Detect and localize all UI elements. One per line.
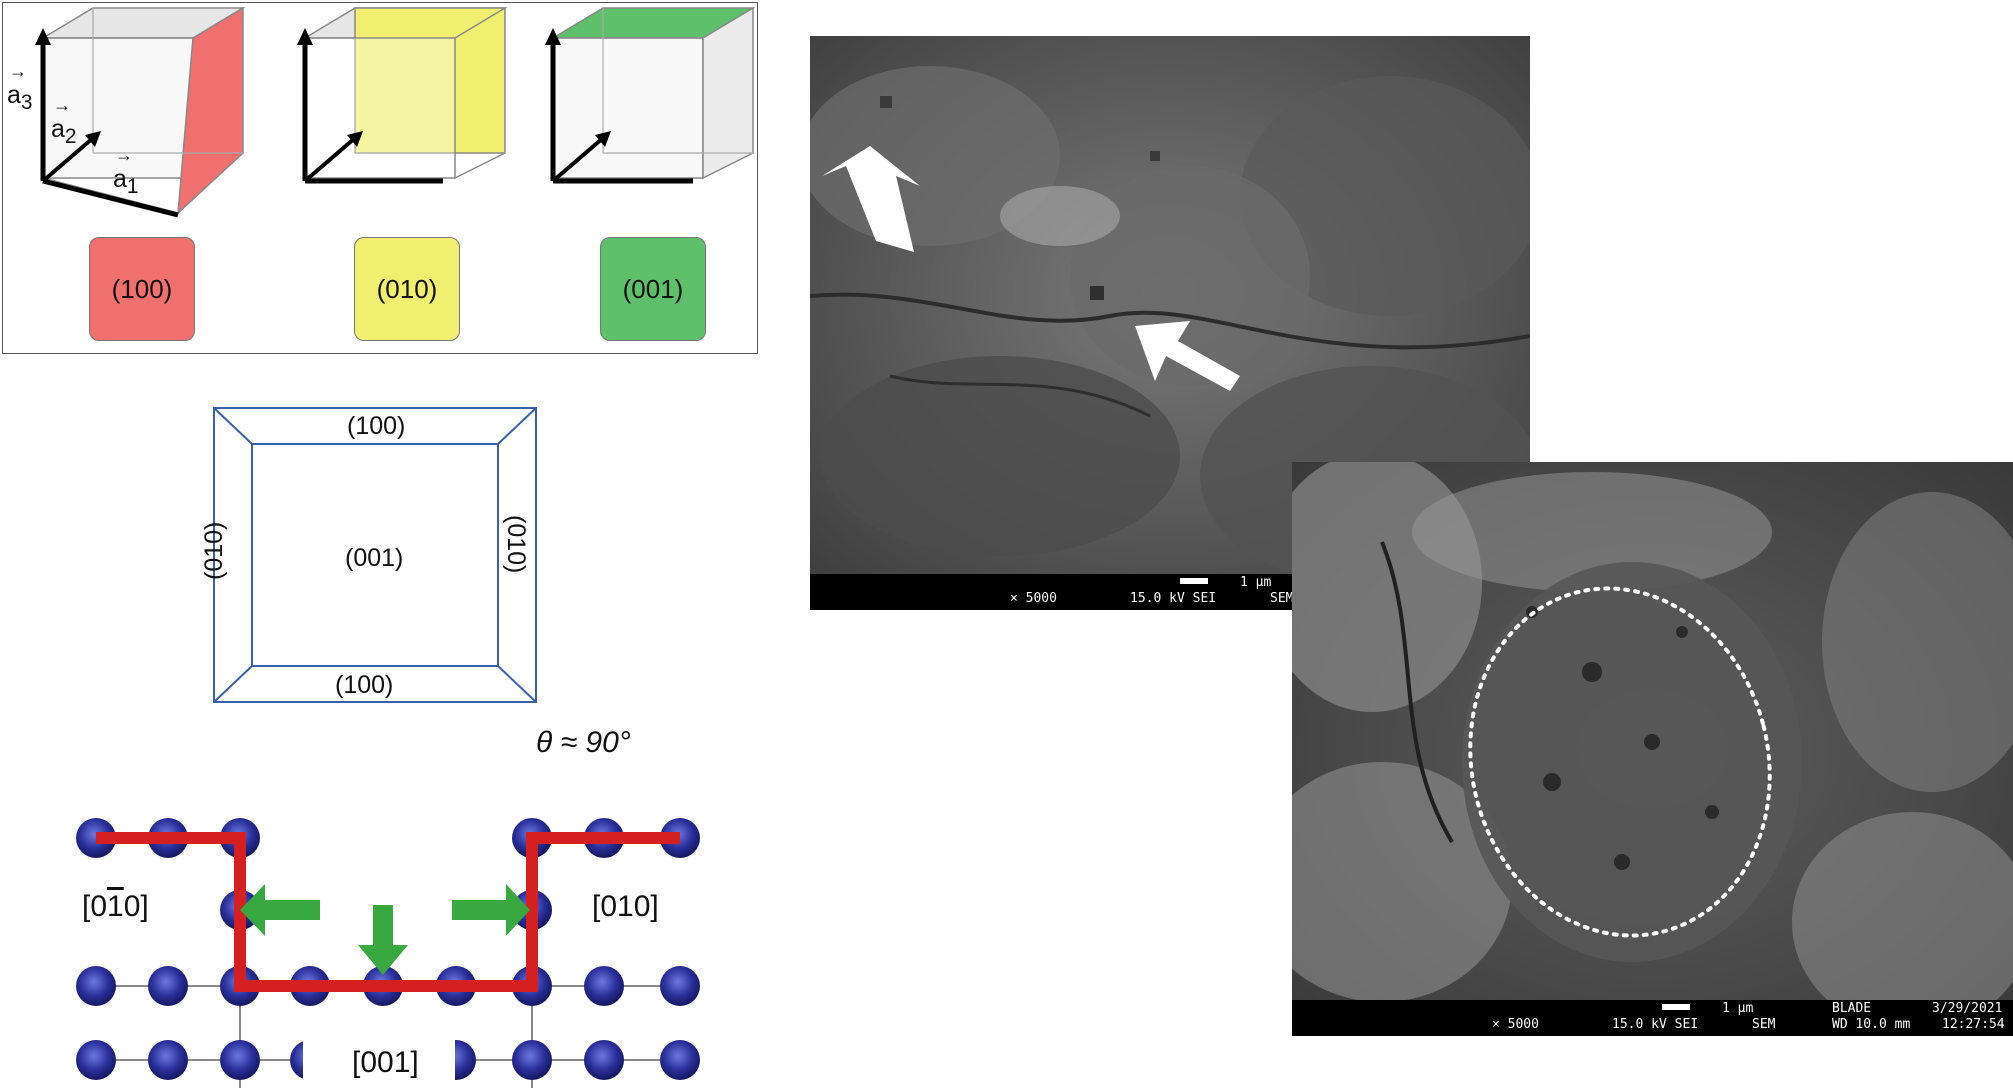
plane-box-100: (100) <box>89 237 195 341</box>
arrow-right <box>452 884 530 936</box>
sem-bottom-texture <box>1292 462 2013 1036</box>
atom <box>660 966 700 1006</box>
axis-a2-sub: 2 <box>64 125 77 148</box>
atom <box>148 1040 188 1080</box>
axis-a3-sub: 3 <box>20 91 33 114</box>
axis-a1-sub: 1 <box>126 175 139 198</box>
direction-neg-010: [010] <box>82 890 149 924</box>
label-mask <box>303 1032 455 1088</box>
prism-right-label: (010) <box>502 515 530 574</box>
axis-label-a1: →a1 <box>113 145 139 198</box>
white-arrow-2 <box>1135 321 1240 391</box>
dotted-ellipse <box>1468 586 1772 938</box>
arrow-left <box>240 884 320 936</box>
cube-100-drawing <box>35 6 246 218</box>
sem-image-bottom: 1 µm BLADE 3/29/2021 × 5000 15.0 kV SEI … <box>1292 462 2013 1036</box>
dir-left-start: [0 <box>82 890 108 923</box>
sem-bottom-date: 3/29/2021 <box>1932 1001 2003 1016</box>
sem-bottom-wd: WD 10.0 mm <box>1832 1017 1911 1032</box>
sem-bottom-operator: BLADE <box>1832 1001 1872 1016</box>
scale-bar-top <box>1180 578 1208 584</box>
atom <box>584 966 624 1006</box>
green-arrows <box>240 884 530 975</box>
sem-top-mag: × 5000 <box>1010 591 1057 606</box>
cube-001 <box>513 3 763 233</box>
plane-box-001: (001) <box>600 237 706 341</box>
axis-a1-text: a <box>113 165 127 193</box>
sem-bottom-time: 12:27:54 <box>1942 1017 2005 1032</box>
atom <box>76 966 116 1006</box>
sem-image-top: 1 µm × 5000 15.0 kV SEI SEM <box>810 36 1530 610</box>
sem-bottom-mag: × 5000 <box>1492 1017 1539 1032</box>
direction-001: [001] <box>352 1046 419 1079</box>
prism-center-label: (001) <box>345 544 404 572</box>
prism-left-label: (010) <box>200 521 228 580</box>
cube-010 <box>263 3 513 233</box>
atom <box>584 1040 624 1080</box>
atomic-model <box>76 818 700 1088</box>
sem-top-voltage: 15.0 kV SEI <box>1130 591 1217 606</box>
sem-bottom-info-bar: 1 µm BLADE 3/29/2021 × 5000 15.0 kV SEI … <box>1292 1000 2013 1036</box>
axis-a3-text: a <box>7 81 21 109</box>
plane-box-010: (010) <box>354 237 460 341</box>
prism-bottom-label: (100) <box>335 671 394 699</box>
sem-top-mode: SEM <box>1270 591 1294 606</box>
axis-label-a3: →a3 <box>7 61 33 114</box>
cube-001-drawing <box>545 6 756 184</box>
sem-top-texture <box>810 36 1530 610</box>
sem-bottom-mode: SEM <box>1752 1017 1776 1032</box>
red-step-path <box>96 832 680 992</box>
sem-bottom-scale: 1 µm <box>1722 1001 1754 1016</box>
atom <box>220 1040 260 1080</box>
direction-010: [010] <box>592 890 659 923</box>
crystal-planes-panel: →a3 →a2 →a1 (100) (010) (001) <box>2 2 758 354</box>
dir-left-end: 0] <box>123 890 149 923</box>
atom <box>148 966 188 1006</box>
axis-a2-text: a <box>51 115 65 143</box>
scale-bar-bottom <box>1662 1004 1690 1010</box>
prism-top-label: (100) <box>347 412 406 440</box>
sem-top-scale: 1 µm <box>1240 575 1272 590</box>
dir-left-bar: 1 <box>107 890 124 923</box>
arrow-down <box>358 905 408 975</box>
axis-label-a2: →a2 <box>51 95 77 148</box>
sem-bottom-voltage: 15.0 kV SEI <box>1612 1017 1699 1032</box>
atom <box>512 1040 552 1080</box>
white-arrow-1 <box>822 146 920 252</box>
cube-010-drawing <box>297 7 508 184</box>
angle-label: θ ≈ 90° <box>536 726 631 759</box>
prism-diagram <box>213 407 537 703</box>
cube-100 <box>3 3 253 233</box>
atom <box>660 1040 700 1080</box>
atom <box>76 1040 116 1080</box>
